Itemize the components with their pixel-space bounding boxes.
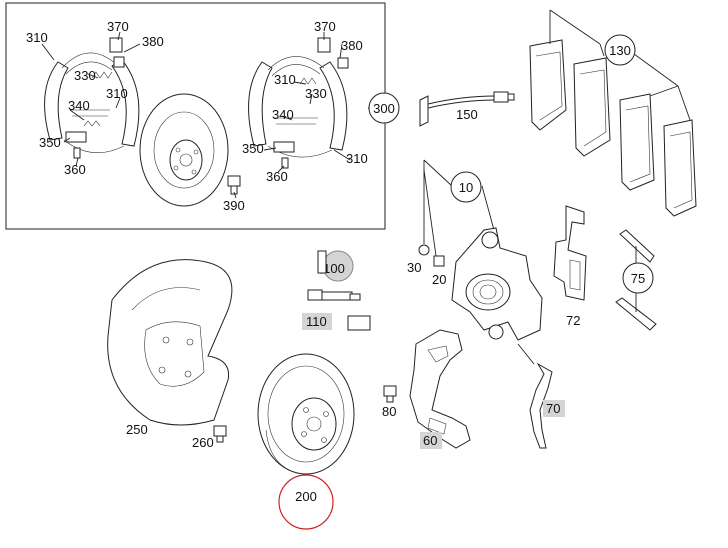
dust-shield-250: 250: [107, 259, 233, 437]
brake-disc-200: 200: [257, 353, 355, 530]
label-260: 260: [192, 435, 214, 450]
label-310-d: 310: [346, 151, 368, 166]
spring-clip-70: 70: [517, 343, 565, 449]
caliper-assembly-10: 10 30 20: [407, 159, 543, 341]
label-60: 60: [423, 433, 437, 448]
label-390: 390: [223, 198, 245, 213]
anti-rattle-spring-72: 72: [553, 205, 587, 328]
label-75: 75: [631, 271, 645, 286]
label-72: 72: [566, 313, 580, 328]
label-130: 130: [609, 43, 631, 58]
label-370-b: 370: [314, 19, 336, 34]
label-110: 110: [306, 314, 327, 329]
label-380-b: 380: [341, 38, 363, 53]
caliper-bracket-60: 60: [409, 329, 471, 449]
right-brake-shoe-assembly: [248, 37, 349, 169]
label-30: 30: [407, 260, 421, 275]
label-310-c: 310: [274, 72, 296, 87]
label-310-b: 310: [106, 86, 128, 101]
label-360-a: 360: [64, 162, 86, 177]
label-340-b: 340: [272, 107, 294, 122]
label-10: 10: [459, 180, 473, 195]
label-330-a: 330: [74, 68, 96, 83]
label-310-a: 310: [26, 30, 48, 45]
left-brake-shoe-assembly: [44, 37, 140, 159]
label-360-b: 360: [266, 169, 288, 184]
guide-pin-set-100: 100 110: [302, 250, 371, 331]
highlight-circle-200: [278, 474, 334, 530]
guide-bolts-75: 75: [615, 229, 657, 331]
label-330-b: 330: [305, 86, 327, 101]
label-80: 80: [382, 404, 396, 419]
callout-300: 300: [368, 92, 400, 124]
label-350-a: 350: [39, 135, 61, 150]
bolt-80: 80: [382, 385, 397, 419]
label-380-a: 380: [142, 34, 164, 49]
label-70: 70: [546, 401, 560, 416]
label-250: 250: [126, 422, 148, 437]
bolt-390: [227, 175, 241, 195]
bolt-260: 260: [192, 425, 227, 450]
label-300: 300: [373, 101, 395, 116]
brake-pads-130: 130: [529, 9, 697, 217]
label-200: 200: [295, 489, 317, 504]
label-370-a: 370: [107, 19, 129, 34]
parking-brake-disc: [139, 93, 229, 207]
label-150: 150: [456, 107, 478, 122]
label-100: 100: [323, 261, 345, 276]
label-20: 20: [432, 272, 446, 287]
wear-sensor-150: 150: [419, 91, 515, 127]
label-340-a: 340: [68, 98, 90, 113]
label-350-b: 350: [242, 141, 264, 156]
